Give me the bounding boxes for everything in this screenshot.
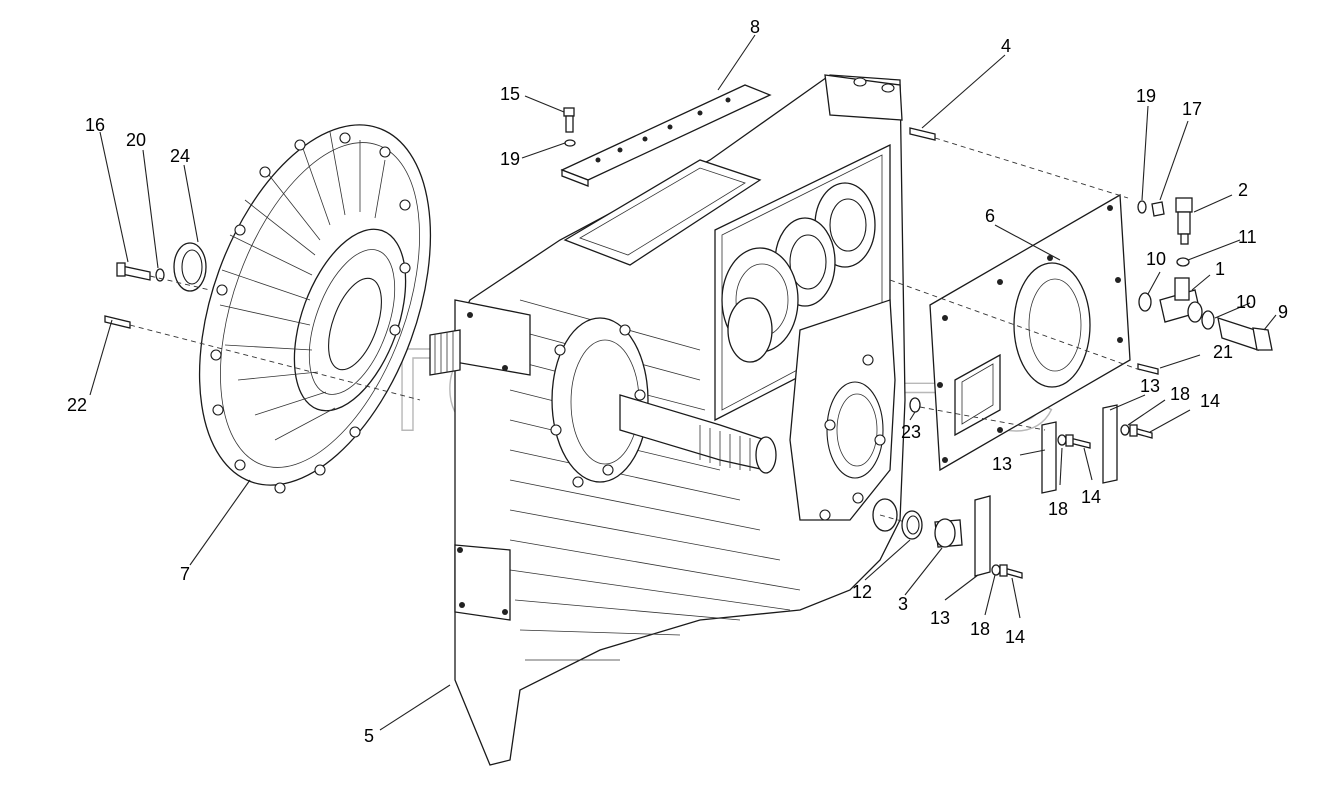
callout-2: 2 — [1238, 180, 1248, 200]
callout-14-a: 14 — [1200, 391, 1220, 411]
callout-20: 20 — [126, 130, 146, 150]
callout-14-c: 14 — [1005, 627, 1025, 647]
callout-14-b: 14 — [1081, 487, 1101, 507]
flange-bolt-holes — [210, 132, 411, 494]
callout-9: 9 — [1278, 302, 1288, 322]
callout-7: 7 — [180, 564, 190, 584]
callout-18-c: 18 — [970, 619, 990, 639]
callout-18-a: 18 — [1170, 384, 1190, 404]
callout-18-b: 18 — [1048, 499, 1068, 519]
callout-11: 11 — [1238, 227, 1257, 247]
internal-gears — [721, 182, 876, 363]
callout-22: 22 — [67, 395, 87, 415]
part-5-gearbox-housing — [429, 74, 906, 766]
callout-1: 1 — [1215, 259, 1225, 279]
callout-12: 12 — [852, 582, 872, 602]
callout-19-b: 19 — [500, 149, 520, 169]
part-6-rear-cover — [929, 193, 1131, 472]
callout-21: 21 — [1213, 342, 1233, 362]
callout-10-a: 10 — [1146, 249, 1166, 269]
callout-8: 8 — [750, 17, 760, 37]
callout-24: 24 — [170, 146, 190, 166]
callout-13-a: 13 — [1140, 376, 1160, 396]
callout-13-c: 13 — [930, 608, 950, 628]
leader-lines — [89, 34, 1277, 731]
callout-3: 3 — [898, 594, 908, 614]
part-8-top-cover — [560, 84, 772, 187]
callout-16: 16 — [85, 115, 105, 135]
callout-4: 4 — [1001, 36, 1011, 56]
callout-17: 17 — [1182, 99, 1202, 119]
callout-13-b: 13 — [992, 454, 1012, 474]
callout-23: 23 — [901, 422, 921, 442]
callout-labels: 1 2 3 4 5 6 7 8 9 10 10 11 12 13 13 13 1… — [67, 17, 1288, 746]
callout-19-a: 19 — [1136, 86, 1156, 106]
callout-10-b: 10 — [1236, 292, 1256, 312]
callout-5: 5 — [364, 726, 374, 746]
callout-15: 15 — [500, 84, 520, 104]
small-parts — [104, 107, 1273, 579]
part-7-flange-cover — [198, 124, 432, 494]
callout-6: 6 — [985, 206, 995, 226]
assembly-axis-lines — [129, 137, 1141, 523]
